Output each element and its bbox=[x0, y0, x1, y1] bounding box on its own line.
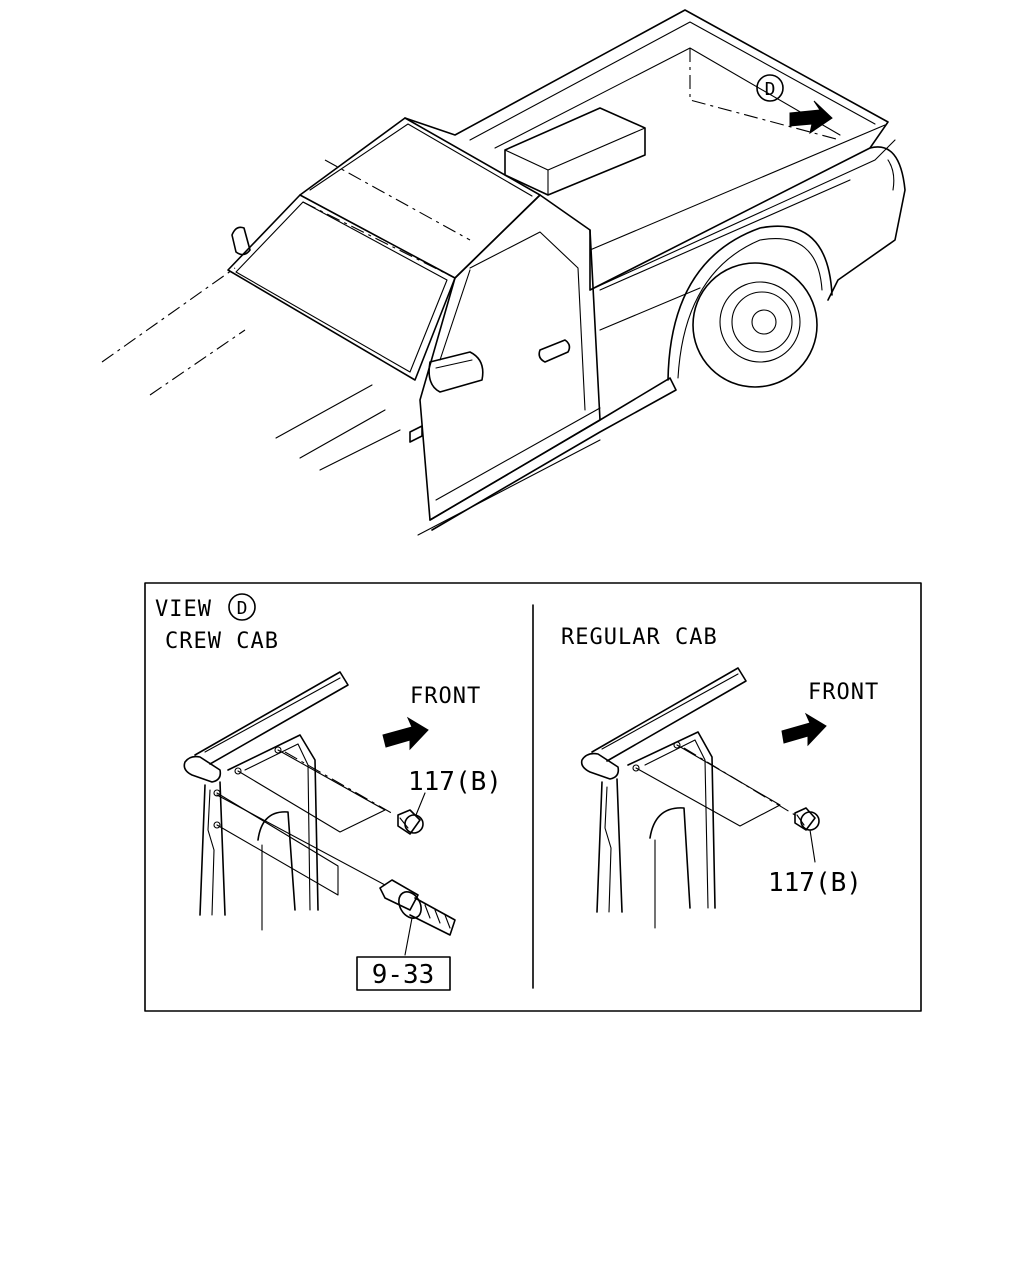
view-circle-letter: D bbox=[237, 598, 248, 619]
part-left-stud-box bbox=[356, 956, 451, 991]
front-arrow-left-icon bbox=[382, 716, 429, 751]
crew-cab-detail: FRONT 117(B) bbox=[183, 671, 502, 991]
view-label: VIEW bbox=[155, 597, 212, 622]
regular-cab-detail: FRONT 117(B) bbox=[580, 667, 879, 929]
part-left-bolt-label: 117(B) bbox=[408, 767, 502, 797]
callout-top-letter: D bbox=[765, 79, 776, 100]
front-label-left: FRONT bbox=[410, 684, 481, 709]
pickup-truck-illustration: D bbox=[101, 9, 906, 536]
detail-frame bbox=[144, 582, 922, 1012]
crew-cab-label: CREW CAB bbox=[165, 629, 279, 654]
front-label-right: FRONT bbox=[808, 680, 879, 705]
regular-cab-label: REGULAR CAB bbox=[561, 625, 718, 650]
part-right-bolt-label: 117(B) bbox=[768, 868, 862, 898]
front-arrow-right-icon bbox=[781, 712, 827, 747]
direction-arrow-icon bbox=[789, 100, 833, 135]
part-left-stud-label: 9-33 bbox=[372, 960, 435, 990]
